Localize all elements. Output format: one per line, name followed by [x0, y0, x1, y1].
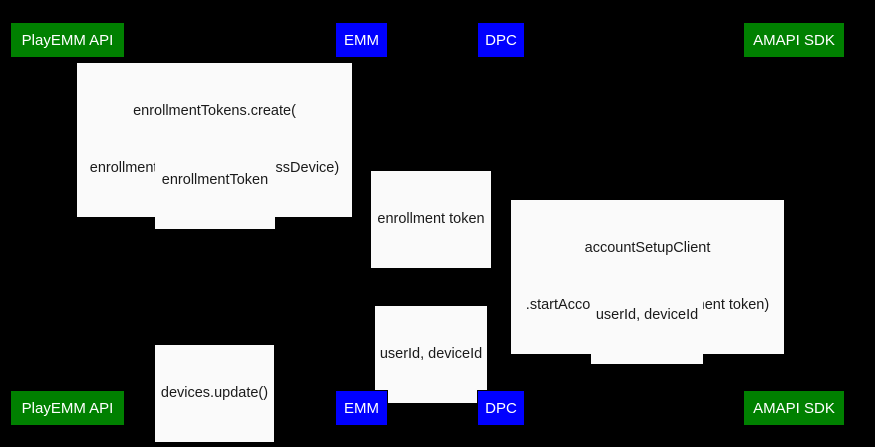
participant-label: DPC	[485, 399, 517, 417]
participant-emm-top[interactable]: EMM	[335, 22, 388, 58]
participant-amapi-sdk-top[interactable]: AMAPI SDK	[743, 22, 845, 58]
message-line-1: userId, deviceId	[379, 346, 483, 362]
participant-label: AMAPI SDK	[753, 399, 835, 417]
message-line-1: enrollmentToken	[161, 172, 269, 188]
message-line-1: accountSetupClient	[584, 240, 711, 256]
participant-amapi-sdk-bottom[interactable]: AMAPI SDK	[743, 390, 845, 426]
lifeline-amapi-sdk	[793, 57, 794, 390]
lifeline-playemm-api	[67, 57, 68, 390]
participant-label: PlayEMM API	[21, 399, 114, 417]
message-line-1: userId, deviceId	[595, 307, 699, 323]
message-line-1: devices.update()	[160, 385, 269, 401]
participant-label: EMM	[344, 31, 379, 49]
participant-label: EMM	[344, 399, 379, 417]
message-line-1: enrollment token	[377, 211, 485, 227]
message-label-devices-update: devices.update()	[155, 345, 274, 442]
message-label-enrollment-token-response: enrollmentToken	[155, 132, 275, 229]
participant-dpc-bottom[interactable]: DPC	[477, 390, 525, 426]
participant-dpc-top[interactable]: DPC	[477, 22, 525, 58]
participant-label: AMAPI SDK	[753, 31, 835, 49]
message-label-userid-deviceid-sdk: userId, deviceId	[591, 267, 703, 364]
message-label-userid-deviceid-dpc: userId, deviceId	[375, 306, 487, 403]
lifeline-emm	[361, 57, 362, 390]
participant-label: PlayEMM API	[21, 31, 114, 49]
message-line-1: enrollmentTokens.create(	[133, 103, 296, 119]
message-label-enrollment-token: enrollment token	[371, 171, 491, 268]
participant-emm-bottom[interactable]: EMM	[335, 390, 388, 426]
participant-label: DPC	[485, 31, 517, 49]
participant-playemm-api-top[interactable]: PlayEMM API	[10, 22, 125, 58]
participant-playemm-api-bottom[interactable]: PlayEMM API	[10, 390, 125, 426]
lifeline-dpc	[500, 57, 501, 390]
